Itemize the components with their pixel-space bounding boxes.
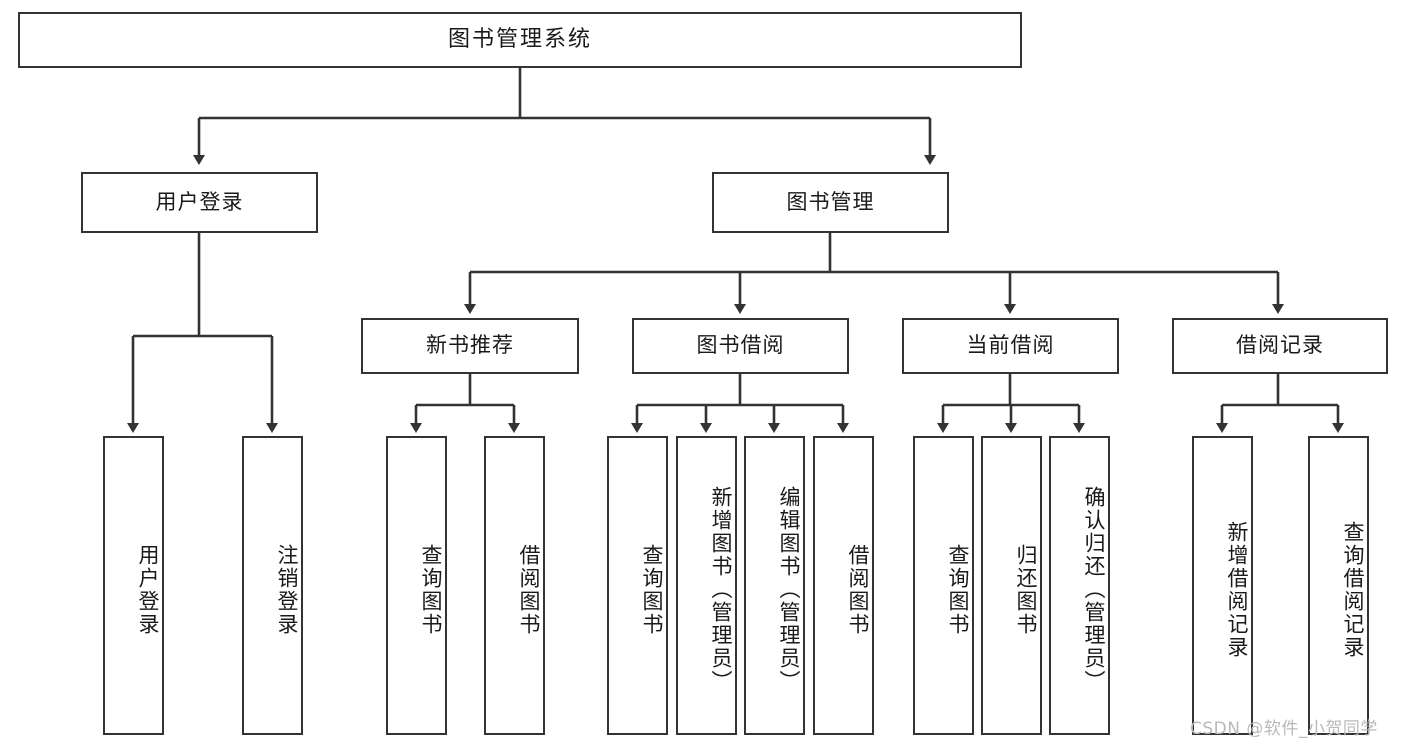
node-book-manage[interactable]: 图书管理 [712, 172, 949, 233]
leaf-return-book[interactable]: 归还图书 [981, 436, 1042, 735]
leaf-query-book-borrow[interactable]: 查询图书 [607, 436, 668, 735]
node-book-borrow[interactable]: 图书借阅 [632, 318, 849, 374]
leaf-add-book-admin[interactable]: 新增图书（管理员） [676, 436, 737, 735]
csdn-watermark: CSDN @软件_小贺同学 [1190, 719, 1378, 739]
leaf-logout-login[interactable]: 注销登录 [242, 436, 303, 735]
leaf-query-book-recommend[interactable]: 查询图书 [386, 436, 447, 735]
node-user-login[interactable]: 用户登录 [81, 172, 318, 233]
leaf-add-borrow-record[interactable]: 新增借阅记录 [1192, 436, 1253, 735]
leaf-confirm-return-admin[interactable]: 确认归还（管理员） [1049, 436, 1110, 735]
leaf-user-login[interactable]: 用户登录 [103, 436, 164, 735]
node-root-system[interactable]: 图书管理系统 [18, 12, 1022, 68]
node-borrow-record[interactable]: 借阅记录 [1172, 318, 1388, 374]
node-current-borrow[interactable]: 当前借阅 [902, 318, 1119, 374]
leaf-edit-book-admin[interactable]: 编辑图书（管理员） [744, 436, 805, 735]
leaf-borrow-book[interactable]: 借阅图书 [813, 436, 874, 735]
leaf-borrow-book-recommend[interactable]: 借阅图书 [484, 436, 545, 735]
leaf-query-borrow-record[interactable]: 查询借阅记录 [1308, 436, 1369, 735]
node-new-book-recommend[interactable]: 新书推荐 [361, 318, 579, 374]
leaf-query-book-current[interactable]: 查询图书 [913, 436, 974, 735]
